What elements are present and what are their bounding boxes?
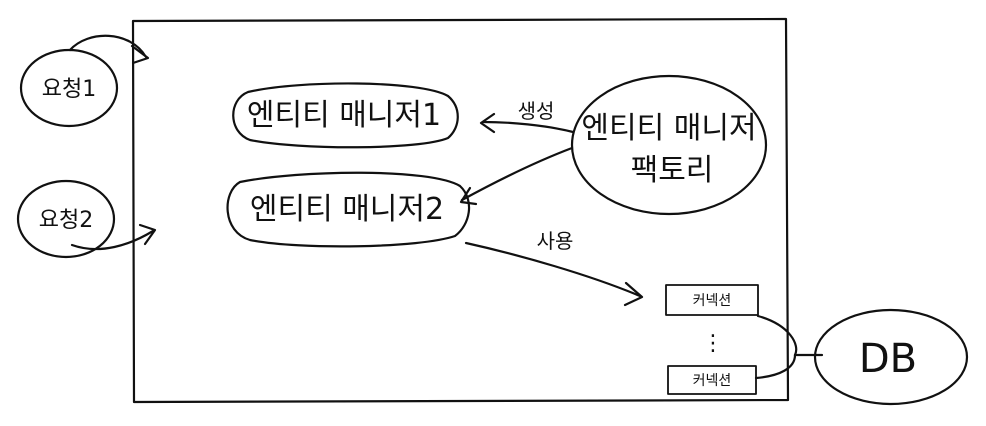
entity-manager-2: 엔티티 매니저2 xyxy=(226,171,471,248)
arrow-create-em2 xyxy=(459,146,574,206)
request-1: 요청1 xyxy=(19,48,119,128)
entity-manager-2-label: 엔티티 매니저2 xyxy=(250,192,444,227)
arrow-use xyxy=(464,241,644,307)
factory-label-line1: 엔티티 매니저 xyxy=(581,111,756,146)
request-2-label: 요청2 xyxy=(39,208,93,233)
container-box xyxy=(131,17,790,404)
entity-manager-1: 엔티티 매니저1 xyxy=(232,82,459,149)
request-2: 요청2 xyxy=(16,179,116,259)
connection-top-label: 커넥션 xyxy=(693,293,732,309)
factory-label-line2: 팩토리 xyxy=(631,153,714,188)
connection-bottom: 커넥션 xyxy=(667,365,757,395)
entity-manager-factory: 엔티티 매니저 팩토리 xyxy=(570,74,768,216)
connection-bottom-label: 커넥션 xyxy=(693,373,732,389)
edge-label-create: 생성 xyxy=(518,99,555,123)
connection-top: 커넥션 xyxy=(665,284,759,316)
arrow-create-em1 xyxy=(479,112,575,134)
arrow-request-2 xyxy=(70,223,157,251)
arrow-request-1 xyxy=(68,34,150,65)
database: DB xyxy=(813,308,969,406)
database-label: DB xyxy=(859,336,917,382)
request-1-label: 요청1 xyxy=(42,77,96,102)
db-links xyxy=(754,314,824,380)
entity-manager-1-label: 엔티티 매니저1 xyxy=(247,98,441,133)
edge-label-use: 사용 xyxy=(537,229,574,253)
connection-ellipsis: ⋮ xyxy=(702,331,724,356)
